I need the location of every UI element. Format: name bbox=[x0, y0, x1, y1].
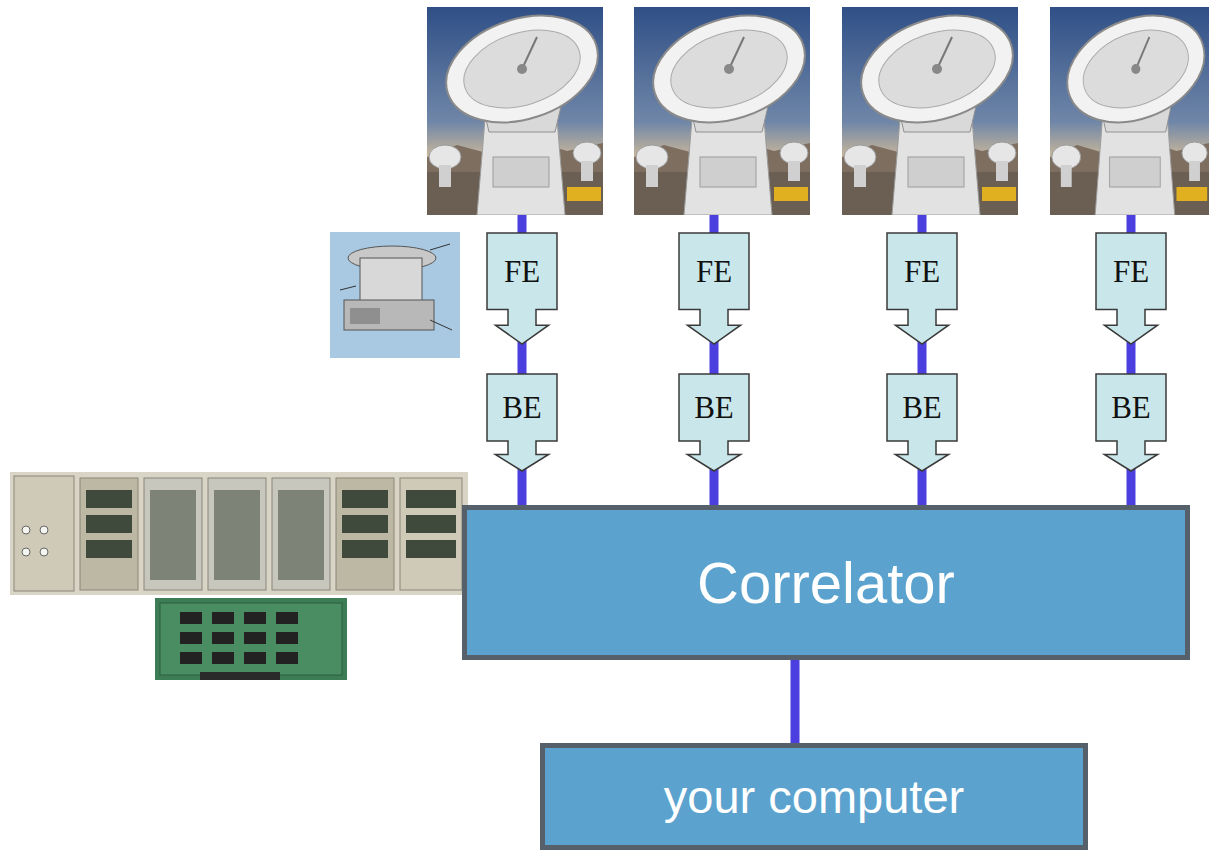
antenna-photo bbox=[427, 0, 612, 215]
label-area: BE bbox=[487, 374, 557, 441]
antenna-photos bbox=[427, 0, 1209, 215]
signal-line bbox=[710, 340, 719, 377]
correlator-box: Correlator bbox=[462, 505, 1190, 660]
label-area: FE bbox=[679, 233, 749, 310]
correlator-board-photo bbox=[155, 598, 347, 680]
stage-label: FE bbox=[904, 254, 940, 290]
label-area: BE bbox=[679, 374, 749, 441]
antenna-feed-lines bbox=[522, 215, 1131, 236]
receiver-illustration bbox=[330, 232, 460, 358]
signal-line bbox=[918, 467, 927, 508]
block-arrow-shape bbox=[887, 233, 957, 344]
antenna-photo bbox=[634, 0, 819, 215]
stage-label: FE bbox=[504, 254, 540, 290]
stage-label: FE bbox=[1113, 254, 1149, 290]
block-arrow-shape bbox=[679, 374, 749, 471]
block-arrow-shape bbox=[679, 233, 749, 344]
signal-line bbox=[518, 340, 527, 377]
signal-line bbox=[1127, 467, 1136, 508]
label-area: BE bbox=[1096, 374, 1166, 441]
label-area: FE bbox=[887, 233, 957, 310]
signal-line bbox=[918, 340, 927, 377]
backend-box: BE bbox=[487, 374, 557, 471]
stage-label: BE bbox=[694, 390, 734, 426]
signal-line bbox=[791, 656, 800, 746]
backend-box: BE bbox=[679, 374, 749, 471]
block-arrow-shape bbox=[487, 233, 557, 344]
signal-line bbox=[1127, 340, 1136, 377]
stage-label: BE bbox=[1111, 390, 1151, 426]
box-label: your computer bbox=[664, 769, 964, 824]
block-arrow-shape bbox=[1096, 374, 1166, 471]
stage-label: FE bbox=[696, 254, 732, 290]
block-arrow-shape bbox=[1096, 233, 1166, 344]
backend-box: BE bbox=[1096, 374, 1166, 471]
label-area: FE bbox=[487, 233, 557, 310]
label-area: FE bbox=[1096, 233, 1166, 310]
signal-line bbox=[518, 467, 527, 508]
signal-line bbox=[710, 467, 719, 508]
frontend-box: FE bbox=[679, 233, 749, 344]
box-label: Correlator bbox=[697, 549, 955, 616]
antenna-photo bbox=[1050, 0, 1209, 215]
block-arrow-shape bbox=[887, 374, 957, 471]
frontend-box: FE bbox=[487, 233, 557, 344]
frontend-box: FE bbox=[887, 233, 957, 344]
correlator-rack-photo bbox=[10, 472, 468, 595]
antenna-photo bbox=[842, 0, 1027, 215]
backend-box: BE bbox=[887, 374, 957, 471]
stage-label: BE bbox=[502, 390, 542, 426]
computer-box: your computer bbox=[540, 743, 1088, 850]
label-area: BE bbox=[887, 374, 957, 441]
block-arrow-shape bbox=[487, 374, 557, 471]
frontend-box: FE bbox=[1096, 233, 1166, 344]
stage-label: BE bbox=[902, 390, 942, 426]
